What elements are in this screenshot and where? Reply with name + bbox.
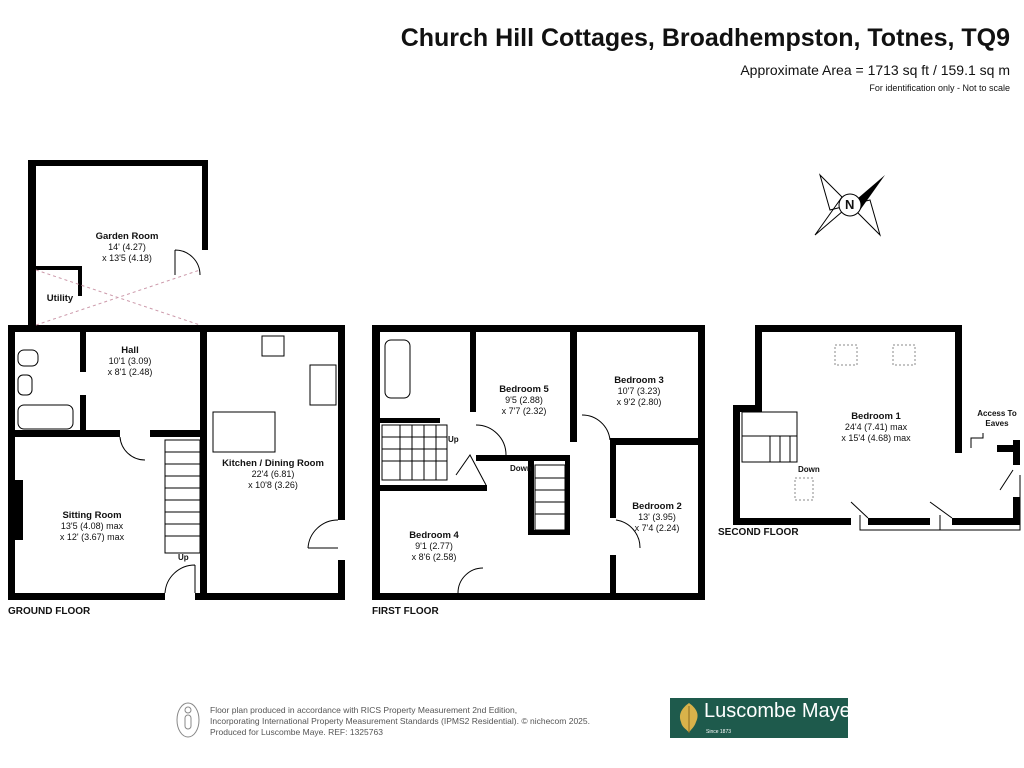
- logo-since: Since 1873: [706, 729, 732, 735]
- footer-disclaimer: Floor plan produced in accordance with R…: [210, 705, 590, 738]
- access-to-eaves-label: Access To Eaves: [977, 409, 1017, 428]
- info-person-icon: [176, 702, 200, 738]
- room-label-utility: Utility: [46, 293, 74, 304]
- compass-icon: [814, 173, 885, 237]
- first-floor-label: FIRST FLOOR: [372, 606, 439, 617]
- first-floor-fixtures: [381, 339, 641, 594]
- logo-name: Luscombe Maye: [704, 700, 848, 722]
- second-floor-walls: [733, 325, 1020, 525]
- compass-north-label: N: [845, 197, 855, 212]
- footer-line: Floor plan produced in accordance with R…: [210, 705, 518, 715]
- ground-floor-walls: [8, 160, 345, 600]
- approximate-area: Approximate Area = 1713 sq ft / 159.1 sq…: [740, 62, 1010, 78]
- ground-floor-fixtures: [17, 249, 339, 594]
- second-floor-label: SECOND FLOOR: [718, 527, 799, 538]
- stairs-up-label: Up: [178, 553, 189, 562]
- luscombe-maye-logo: Luscombe Maye Since 1873: [670, 698, 848, 738]
- oak-leaf-icon: [679, 703, 698, 733]
- stairs-down-label: Down: [798, 465, 820, 474]
- second-floor-fixtures: [741, 344, 1021, 531]
- footer-line: Produced for Luscombe Maye. REF: 1325763: [210, 727, 383, 737]
- property-title: Church Hill Cottages, Broadhempston, Tot…: [400, 24, 1010, 52]
- first-floor-walls: [372, 325, 705, 600]
- scale-note: For identification only - Not to scale: [869, 83, 1010, 93]
- stairs-up-label: Up: [448, 435, 459, 444]
- ground-floor-label: GROUND FLOOR: [8, 606, 91, 617]
- stairs-down-label: Down: [510, 464, 532, 473]
- footer-line: Incorporating International Property Mea…: [210, 716, 590, 726]
